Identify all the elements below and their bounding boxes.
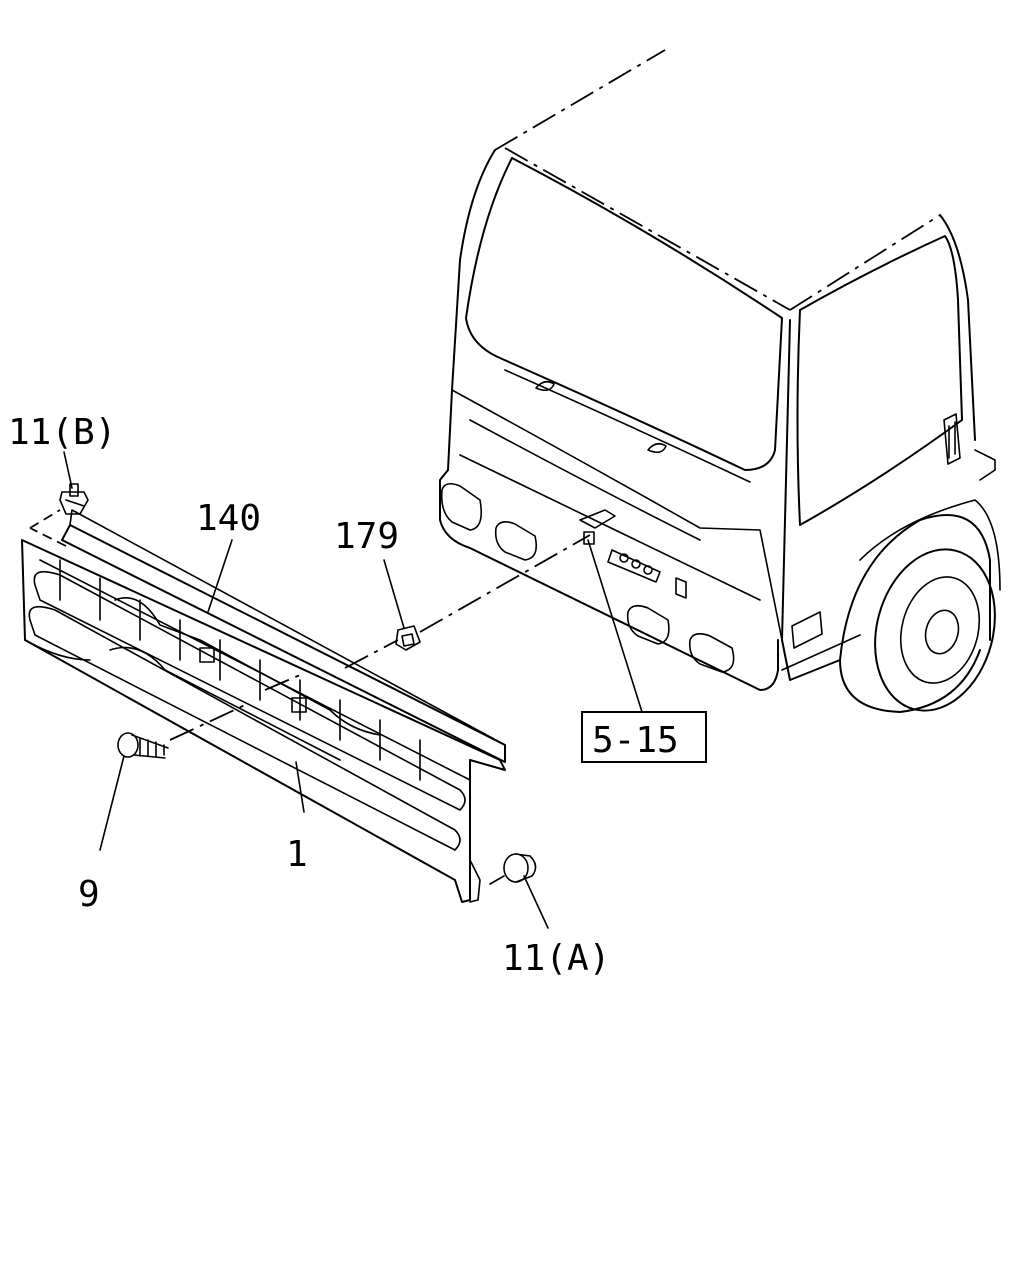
- label-clip-a: 11(A): [502, 938, 610, 979]
- label-grille: 1: [286, 834, 308, 875]
- screw-part: [117, 732, 169, 759]
- nut-part: [395, 625, 421, 651]
- truck-cab: [439, 49, 1001, 713]
- phantom-lines: [29, 509, 591, 741]
- leader-lines: [63, 451, 643, 929]
- label-nut: 179: [334, 516, 399, 557]
- reference-box: [581, 711, 707, 763]
- label-clip-b: 11(B): [8, 412, 116, 453]
- clip-b-part: [59, 483, 89, 515]
- label-molding: 140: [196, 498, 261, 539]
- label-screw: 9: [78, 874, 100, 915]
- label-ref: 5-15: [592, 720, 679, 761]
- front-grille: [21, 509, 506, 903]
- clip-a-part: [489, 853, 537, 885]
